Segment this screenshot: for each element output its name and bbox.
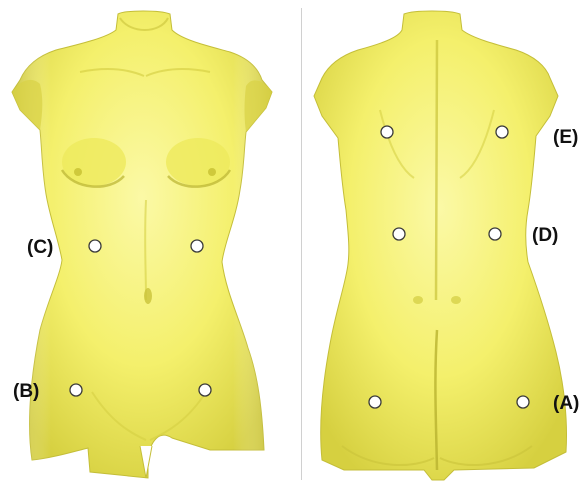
back-marker-a-left xyxy=(369,396,381,408)
label-a: (A) xyxy=(553,394,579,413)
back-marker-a-right xyxy=(517,396,529,408)
front-marker-c-left xyxy=(89,240,101,252)
back-marker-d-left xyxy=(393,228,405,240)
front-view-panel: (C) (B) xyxy=(0,0,293,488)
label-b: (B) xyxy=(13,382,39,401)
back-view-panel: (E) (D) (A) xyxy=(294,0,587,488)
label-e: (E) xyxy=(553,128,578,147)
back-marker-d-right xyxy=(489,228,501,240)
front-marker-b-right xyxy=(199,384,211,396)
label-c: (C) xyxy=(27,238,53,257)
back-marker-e-right xyxy=(496,126,508,138)
front-marker-c-right xyxy=(191,240,203,252)
front-marker-b-left xyxy=(70,384,82,396)
back-marker-e-left xyxy=(381,126,393,138)
back-torso-body xyxy=(314,11,567,480)
label-d: (D) xyxy=(532,226,558,245)
